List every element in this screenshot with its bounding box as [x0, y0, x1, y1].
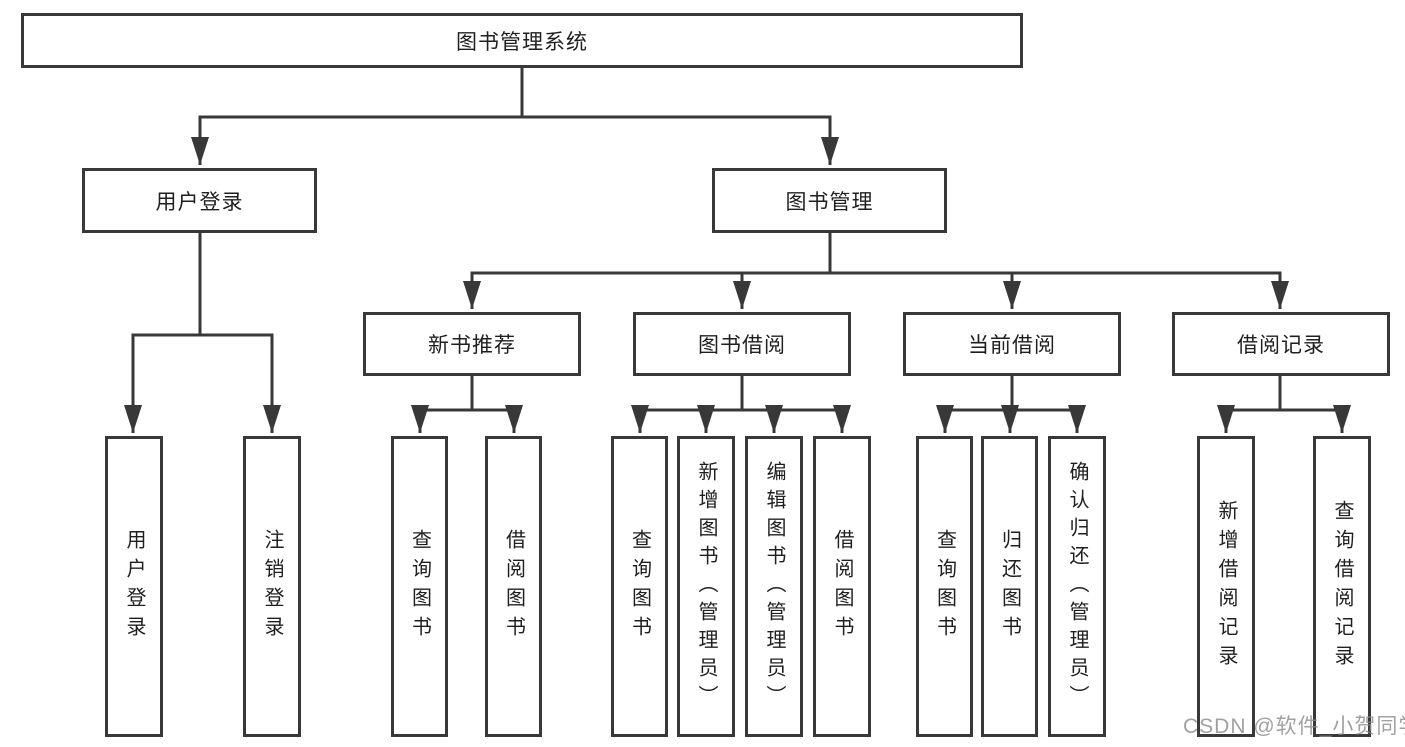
leaf-cb-return-book-label: 归还图书 — [998, 528, 1021, 645]
node-book-borrow-label: 图书借阅 — [698, 334, 786, 357]
leaf-br-add-record-label: 新增借阅记录 — [1215, 499, 1237, 674]
leaf-cb-search-book: 查询图书 — [916, 436, 973, 737]
node-book-management-label: 图书管理 — [785, 190, 874, 214]
node-borrow-record: 借阅记录 — [1172, 312, 1390, 376]
node-root-label: 图书管理系统 — [456, 30, 588, 54]
leaf-bb-add-book-admin-label: 新增图书（管理员） — [695, 460, 717, 713]
node-new-book-recommend: 新书推荐 — [363, 312, 581, 376]
leaf-bb-add-book-admin: 新增图书（管理员） — [677, 436, 735, 737]
leaf-br-search-record: 查询借阅记录 — [1313, 436, 1371, 737]
leaf-cb-search-book-label: 查询图书 — [933, 528, 956, 645]
node-root-system: 图书管理系统 — [21, 13, 1023, 68]
leaf-br-search-record-label: 查询借阅记录 — [1331, 499, 1353, 674]
leaf-nb-search-book: 查询图书 — [391, 436, 448, 737]
leaf-cb-return-book: 归还图书 — [981, 436, 1038, 737]
node-user-login-label: 用户登录 — [155, 190, 244, 214]
leaf-user-login: 用户登录 — [105, 436, 163, 737]
node-borrow-record-label: 借阅记录 — [1237, 334, 1325, 357]
node-new-book-recommend-label: 新书推荐 — [428, 334, 516, 357]
leaf-bb-search-book-label: 查询图书 — [628, 528, 651, 645]
leaf-cb-confirm-return-admin: 确认归还（管理员） — [1048, 436, 1106, 737]
leaf-bb-search-book: 查询图书 — [611, 436, 668, 737]
leaf-logout-label: 注销登录 — [261, 528, 283, 645]
leaf-nb-borrow-book: 借阅图书 — [485, 436, 542, 737]
leaf-bb-borrow-book: 借阅图书 — [813, 436, 871, 737]
leaf-br-add-record: 新增借阅记录 — [1197, 436, 1255, 737]
node-book-borrow: 图书借阅 — [633, 312, 851, 376]
leaf-logout: 注销登录 — [243, 436, 301, 737]
leaf-bb-edit-book-admin: 编辑图书（管理员） — [745, 436, 803, 737]
node-current-borrow: 当前借阅 — [903, 312, 1121, 376]
node-user-login: 用户登录 — [82, 168, 317, 233]
csdn-watermark: CSDN @软件_小贺同学 — [1183, 715, 1405, 738]
leaf-bb-edit-book-admin-label: 编辑图书（管理员） — [763, 460, 785, 713]
leaf-nb-borrow-book-label: 借阅图书 — [502, 528, 525, 645]
leaf-nb-search-book-label: 查询图书 — [408, 528, 431, 645]
leaf-cb-confirm-return-admin-label: 确认归还（管理员） — [1066, 460, 1088, 713]
node-current-borrow-label: 当前借阅 — [968, 334, 1056, 357]
leaf-bb-borrow-book-label: 借阅图书 — [831, 528, 853, 645]
leaf-user-login-label: 用户登录 — [123, 528, 145, 645]
node-book-management: 图书管理 — [712, 168, 947, 233]
